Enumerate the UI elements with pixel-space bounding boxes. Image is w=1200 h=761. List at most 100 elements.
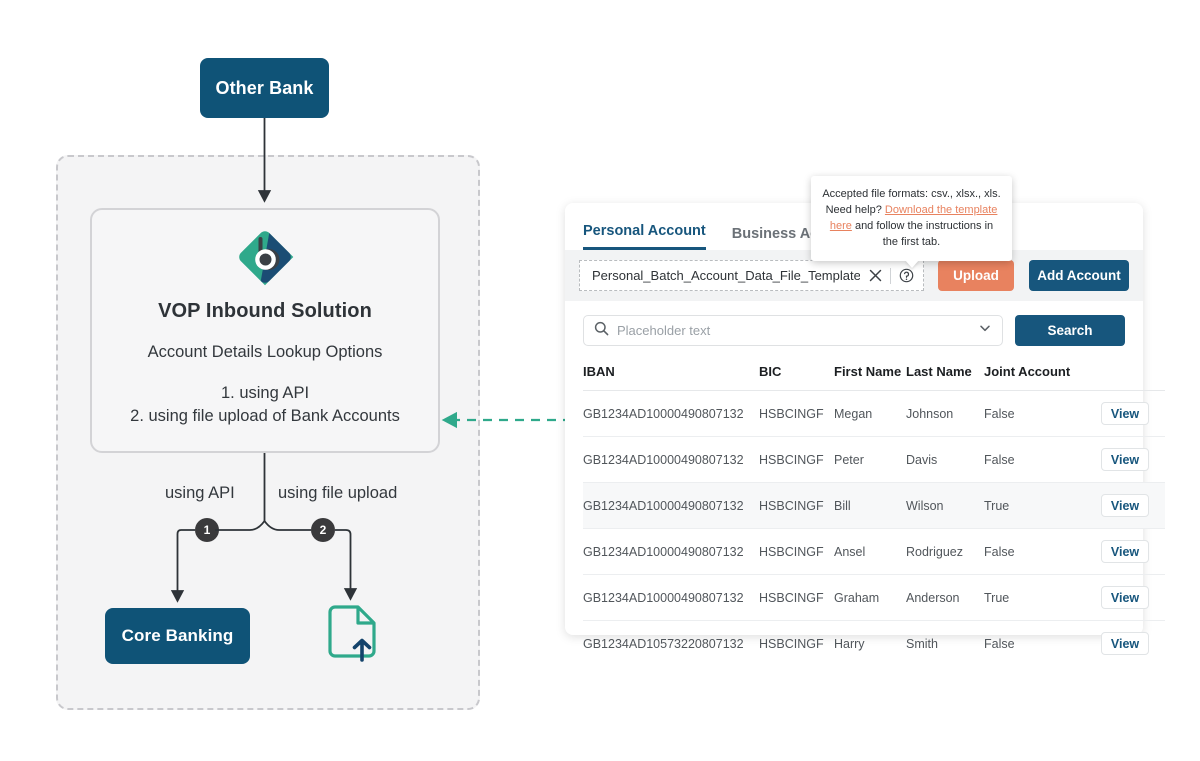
view-button[interactable]: View	[1101, 540, 1149, 563]
upload-button-label: Upload	[953, 268, 999, 283]
cell-last-name: Davis	[906, 436, 984, 483]
solution-option-2: 2. using file upload of Bank Accounts	[130, 407, 400, 425]
search-toolbar: Placeholder text Search	[565, 301, 1143, 356]
cell-bic: HSBCINGF	[759, 574, 834, 621]
question-circle-icon[interactable]	[897, 267, 915, 285]
cell-actions: View	[1089, 574, 1165, 621]
cell-bic: HSBCINGF	[759, 636, 824, 651]
column-header-first-name: First Name	[834, 364, 902, 379]
node-other-bank-label: Other Bank	[215, 77, 314, 98]
search-placeholder-text: Placeholder text	[617, 323, 711, 338]
file-upload-toolbar: Personal_Batch_Account_Data_File_Templat…	[565, 250, 1143, 301]
view-button[interactable]: View	[1101, 448, 1149, 471]
cell-iban: GB1234AD10573220807132	[583, 636, 744, 651]
vop-inbound-solution-card: VOP Inbound Solution Account Details Loo…	[90, 208, 440, 453]
solution-subtitle: Account Details Lookup Options	[147, 343, 383, 361]
file-input[interactable]: Personal_Batch_Account_Data_File_Templat…	[579, 260, 924, 291]
cell-first-name: Megan	[834, 390, 906, 437]
accounts-table: IBAN BIC First Name Last Name Joint Acco…	[583, 356, 1165, 666]
cell-joint-account: True	[984, 574, 1089, 621]
cell-last-name: Wilson	[906, 482, 984, 529]
add-account-button-label: Add Account	[1037, 268, 1121, 283]
cell-iban: GB1234AD10000490807132	[583, 528, 759, 575]
accounts-table-wrapper: IBAN BIC First Name Last Name Joint Acco…	[565, 356, 1165, 666]
accounts-table-header: IBAN BIC First Name Last Name Joint Acco…	[583, 356, 1165, 391]
cell-bic: HSBCINGF	[759, 482, 834, 529]
branch-marker-1-label: 1	[203, 523, 211, 537]
branch-marker-2-label: 2	[319, 523, 327, 537]
add-account-button[interactable]: Add Account	[1029, 260, 1129, 291]
cell-last-name: Rodriguez	[906, 528, 984, 575]
branch-marker-1: 1	[195, 518, 219, 542]
table-header-row: IBAN BIC First Name Last Name Joint Acco…	[583, 356, 1165, 391]
view-button[interactable]: View	[1101, 494, 1149, 517]
file-format-tooltip: Accepted file formats: csv., xlsx., xls.…	[811, 176, 1012, 261]
cell-actions: View	[1089, 621, 1165, 667]
download-template-link[interactable]: Download the template here	[829, 204, 998, 232]
column-header-last-name: Last Name	[906, 364, 972, 379]
cell-first-name: Harry	[834, 636, 865, 651]
cell-bic: HSBCINGF	[759, 436, 834, 483]
cell-actions: View	[1089, 482, 1165, 529]
cell-joint-account: True	[984, 482, 1089, 529]
tab-personal-account-label: Personal Account	[583, 223, 706, 239]
cell-iban: GB1234AD10000490807132	[583, 482, 759, 529]
cell-first-name: Ansel	[834, 528, 906, 575]
cell-first-name: Peter	[834, 436, 906, 483]
node-core-banking-label: Core Banking	[121, 626, 234, 645]
view-button[interactable]: View	[1101, 586, 1149, 609]
branch-marker-2: 2	[311, 518, 335, 542]
column-header-joint-account: Joint Account	[984, 364, 1071, 379]
view-button[interactable]: View	[1101, 402, 1149, 425]
cell-joint-account: False	[984, 528, 1089, 575]
table-row[interactable]: GB1234AD10573220807132 HSBCINGF Harry Smith…	[583, 621, 1165, 667]
search-button[interactable]: Search	[1015, 315, 1125, 346]
cell-first-name: Bill	[834, 482, 906, 529]
cell-first-name: Graham	[834, 574, 906, 621]
upload-button[interactable]: Upload	[938, 260, 1014, 291]
cell-joint-account: False	[984, 636, 1015, 651]
selected-file-name: Personal_Batch_Account_Data_File_Templat…	[592, 268, 860, 283]
search-icon	[594, 321, 609, 341]
search-input[interactable]: Placeholder text	[583, 315, 1003, 346]
branch-label-api: using API	[165, 484, 235, 502]
cell-joint-account: False	[984, 390, 1089, 437]
column-header-actions	[1089, 356, 1165, 391]
tooltip-line-1: Accepted file formats: csv., xlsx., xls.	[822, 188, 1001, 200]
cell-actions: View	[1089, 436, 1165, 483]
cell-last-name: Smith	[906, 636, 938, 651]
cell-last-name: Johnson	[906, 390, 984, 437]
close-icon[interactable]	[866, 267, 884, 285]
chevron-down-icon[interactable]	[978, 321, 992, 340]
solution-option-1: 1. using API	[220, 384, 310, 402]
branch-label-file-upload: using file upload	[278, 484, 398, 502]
column-header-bic: BIC	[759, 364, 782, 379]
cell-iban: GB1234AD10000490807132	[583, 390, 759, 437]
brand-logo-icon	[234, 226, 296, 288]
tab-personal-account[interactable]: Personal Account	[583, 223, 706, 250]
column-header-iban: IBAN	[583, 364, 615, 379]
tooltip-line-2-prefix: Need help?	[825, 204, 885, 216]
cell-iban: GB1234AD10000490807132	[583, 436, 759, 483]
search-button-label: Search	[1047, 323, 1093, 338]
cell-last-name: Anderson	[906, 574, 984, 621]
file-upload-icon	[322, 605, 380, 668]
view-button[interactable]: View	[1101, 632, 1149, 655]
tooltip-line-2-suffix: and follow the instructions in the first…	[851, 220, 994, 248]
cell-actions: View	[1089, 528, 1165, 575]
divider	[890, 267, 891, 284]
node-core-banking: Core Banking	[105, 608, 250, 664]
cell-bic: HSBCINGF	[759, 390, 834, 437]
account-management-panel: Personal Account Business Account Person…	[565, 203, 1165, 655]
cell-joint-account: False	[984, 436, 1089, 483]
cell-iban: GB1234AD10000490807132	[583, 574, 759, 621]
solution-title: VOP Inbound Solution	[158, 300, 372, 322]
node-other-bank: Other Bank	[200, 58, 329, 118]
cell-actions: View	[1089, 390, 1165, 437]
